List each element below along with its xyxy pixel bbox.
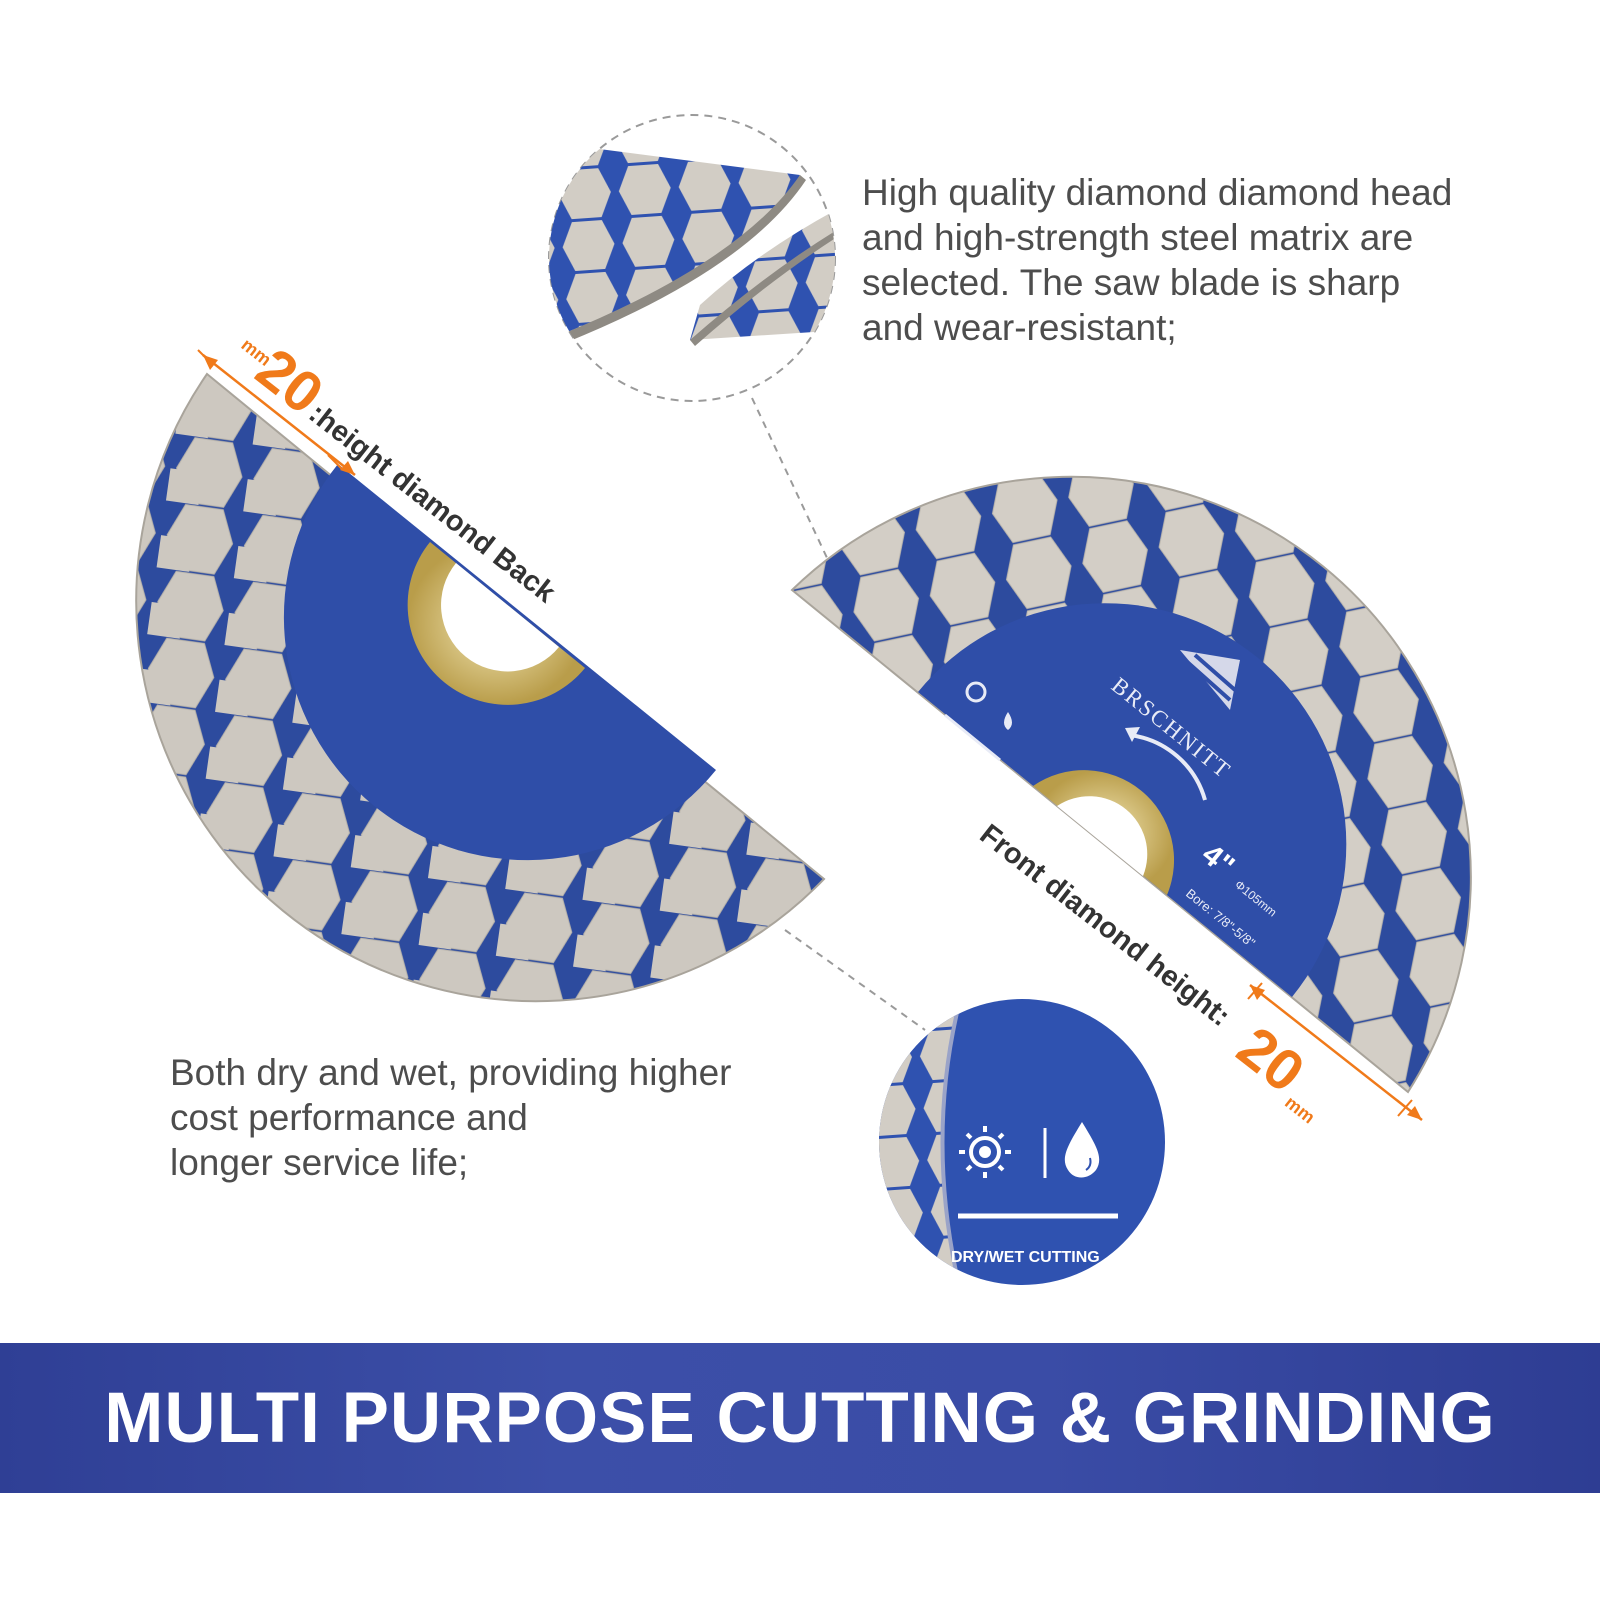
top-feature-line: and wear-resistant; bbox=[862, 307, 1177, 348]
top-feature-description: High quality diamond diamond head and hi… bbox=[862, 170, 1582, 350]
top-detail-zoom bbox=[548, 114, 836, 402]
blade-logo-icon bbox=[1180, 650, 1240, 710]
water-drop-icon bbox=[1004, 712, 1012, 730]
top-feature-line: High quality diamond diamond head bbox=[862, 172, 1453, 213]
bottom-feature-line: cost performance and bbox=[170, 1097, 528, 1138]
back-half-blade bbox=[135, 372, 826, 1003]
top-feature-line: and high-strength steel matrix are bbox=[862, 217, 1414, 258]
bottom-feature-description: Both dry and wet, providing higher cost … bbox=[170, 1050, 870, 1185]
banner-title: MULTI PURPOSE CUTTING & GRINDING bbox=[104, 1378, 1496, 1458]
headline-banner: MULTI PURPOSE CUTTING & GRINDING bbox=[0, 1343, 1600, 1493]
bottom-feature-line: longer service life; bbox=[170, 1142, 469, 1183]
front-dimension-marker bbox=[1247, 982, 1423, 1121]
bottom-detail-zoom: DRY/WET CUTTING bbox=[879, 999, 1165, 1285]
top-feature-line: selected. The saw blade is sharp bbox=[862, 262, 1401, 303]
callout-connector-lines bbox=[751, 397, 926, 1031]
front-dimension-unit: mm bbox=[1281, 1092, 1319, 1127]
wet-drop-icon bbox=[1064, 1122, 1100, 1178]
dry-sun-icon bbox=[959, 1126, 1011, 1178]
front-half-blade: BRSCHNITT 4" Φ105mm Bore: 7/8"-5/8" bbox=[790, 475, 1472, 1094]
bottom-feature-line: Both dry and wet, providing higher bbox=[170, 1052, 732, 1093]
sun-icon bbox=[965, 681, 987, 703]
dry-wet-cutting-label: DRY/WET CUTTING bbox=[951, 1249, 1100, 1266]
back-dimension-marker bbox=[197, 349, 356, 476]
front-dimension-value: 20 bbox=[1225, 1014, 1316, 1105]
